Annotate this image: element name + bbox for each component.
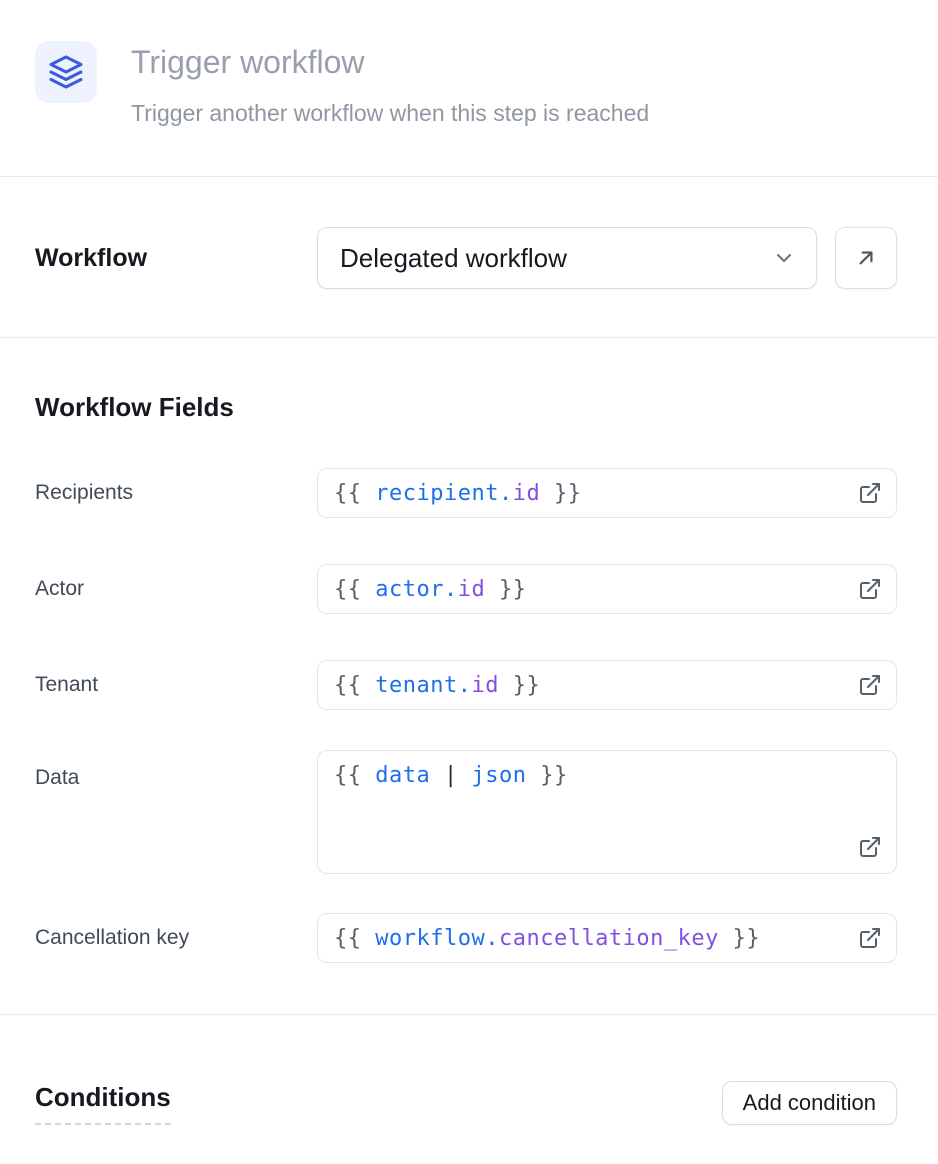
field-code-input[interactable]: {{ data | json }} (317, 750, 897, 874)
chevron-down-icon (772, 246, 796, 270)
workflow-fields-heading: Workflow Fields (35, 392, 234, 422)
field-label: Data (35, 766, 80, 789)
step-title-input[interactable]: Trigger workflow (131, 44, 365, 80)
workflow-field-row: Recipients {{ recipient.id }} (35, 468, 897, 518)
layers-icon (48, 54, 84, 90)
conditions-section: Conditions Add condition (35, 1081, 897, 1125)
workflow-field-row: Cancellation key {{ workflow.cancellatio… (35, 913, 897, 963)
workflow-select-row: Workflow Delegated workflow (35, 227, 897, 289)
step-subtitle: Trigger another workflow when this step … (131, 100, 650, 126)
field-label: Recipients (35, 481, 134, 504)
external-link-icon[interactable] (858, 835, 882, 859)
workflow-field-row: Actor {{ actor.id }} (35, 564, 897, 614)
conditions-heading: Conditions (35, 1082, 171, 1125)
field-label: Tenant (35, 673, 99, 696)
external-link-icon[interactable] (858, 926, 882, 950)
step-icon-box (35, 41, 97, 103)
step-header: Trigger workflow Trigger another workflo… (0, 0, 938, 177)
field-code-input[interactable]: {{ workflow.cancellation_key }} (317, 913, 897, 963)
field-code-input[interactable]: {{ actor.id }} (317, 564, 897, 614)
field-code-value: {{ tenant.id }} (334, 672, 541, 698)
workflow-field-row: Tenant {{ tenant.id }} (35, 660, 897, 710)
external-link-icon[interactable] (858, 481, 882, 505)
workflow-fields-list: Recipients {{ recipient.id }} Actor {{ a… (35, 468, 897, 963)
field-code-value: {{ recipient.id }} (334, 480, 582, 506)
add-condition-button[interactable]: Add condition (721, 1081, 897, 1125)
workflow-field-row: Data {{ data | json }} (35, 750, 897, 874)
open-workflow-button[interactable] (835, 227, 897, 289)
workflow-label: Workflow (35, 243, 148, 272)
workflow-select-value: Delegated workflow (340, 242, 567, 273)
field-label: Cancellation key (35, 926, 190, 949)
external-link-icon[interactable] (858, 673, 882, 697)
step-header-text: Trigger workflow Trigger another workflo… (131, 41, 649, 127)
field-code-value: {{ data | json }} (334, 763, 568, 788)
field-code-input[interactable]: {{ recipient.id }} (317, 468, 897, 518)
arrow-up-right-icon (853, 245, 879, 271)
field-code-input[interactable]: {{ tenant.id }} (317, 660, 897, 710)
section-divider (0, 337, 938, 338)
section-divider (0, 1014, 938, 1015)
workflow-select[interactable]: Delegated workflow (317, 227, 817, 289)
field-code-value: {{ workflow.cancellation_key }} (334, 925, 761, 951)
field-label: Actor (35, 577, 85, 600)
field-code-value: {{ actor.id }} (334, 576, 527, 602)
external-link-icon[interactable] (858, 577, 882, 601)
workflow-fields-section: Workflow Fields Recipients {{ recipient.… (0, 392, 938, 963)
